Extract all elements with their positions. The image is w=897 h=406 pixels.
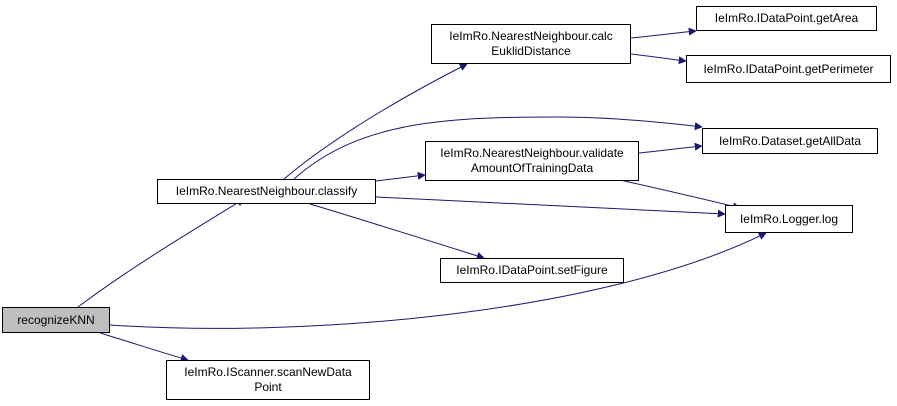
edge-validate-training-data-to-get-all-data: [638, 142, 703, 154]
node-label-line-2: EuklidDistance: [491, 44, 571, 58]
edge-recognizeknn-to-scan-new-data-point: [99, 332, 189, 362]
edge-calc-euklid-distance-to-get-perimeter: [630, 53, 687, 65]
node-recognize-knn: recognizeKNN: [2, 307, 110, 333]
node-label: IeImRo.Dataset.getAllData: [718, 133, 862, 148]
edge-classify-to-set-figure: [309, 203, 485, 260]
node-label: IeImRo.IDataPoint.setFigure: [456, 263, 608, 277]
edge-calc-euklid-distance-to-get-area: [630, 27, 697, 39]
node-label-line-2: AmountOfTrainingData: [470, 161, 594, 175]
node-label-line-1: IeImRo.NearestNeighbour.validate: [440, 146, 624, 160]
node-label: IeImRo.Logger.log: [739, 211, 839, 226]
node-label: IeImRo.IDataPoint.getArea: [714, 11, 859, 25]
node-calc-euklid-distance[interactable]: IeImRo.NearestNeighbour.calc EuklidDista…: [431, 24, 631, 64]
edge-validate-training-data-to-logger-log: [619, 179, 741, 211]
node-label-line-2: Point: [254, 380, 282, 394]
node-get-area[interactable]: IeImRo.IDataPoint.getArea: [696, 6, 877, 31]
node-label: recognizeKNN: [17, 312, 95, 327]
node-label: IeImRo.IDataPoint.getPerimeter: [703, 61, 874, 76]
node-label-line-1: IeImRo.IScanner.scanNewData: [184, 365, 352, 379]
node-validate-training-data[interactable]: IeImRo.NearestNeighbour.validate AmountO…: [425, 141, 639, 181]
node-get-all-data[interactable]: IeImRo.Dataset.getAllData: [702, 128, 878, 154]
edge-classify-to-logger-log: [375, 196, 726, 218]
edge-classify-to-calc-euklid-distance: [283, 63, 468, 180]
node-set-figure[interactable]: IeImRo.IDataPoint.setFigure: [440, 258, 624, 283]
edge-recognizeknn-to-classify: [77, 198, 245, 308]
edge-classify-to-validate-training-data: [375, 171, 426, 182]
edge-recognizeknn-to-logger-log: [109, 232, 767, 329]
node-classify[interactable]: IeImRo.NearestNeighbour.classify: [157, 179, 376, 204]
node-label-line-1: IeImRo.NearestNeighbour.calc: [449, 29, 613, 43]
edge-classify-to-get-all-data: [293, 116, 703, 180]
node-logger-log[interactable]: IeImRo.Logger.log: [725, 205, 853, 233]
node-get-perimeter[interactable]: IeImRo.IDataPoint.getPerimeter: [686, 55, 891, 83]
node-scan-new-data-point[interactable]: IeImRo.IScanner.scanNewData Point: [166, 360, 370, 400]
node-label: IeImRo.NearestNeighbour.classify: [175, 184, 358, 198]
